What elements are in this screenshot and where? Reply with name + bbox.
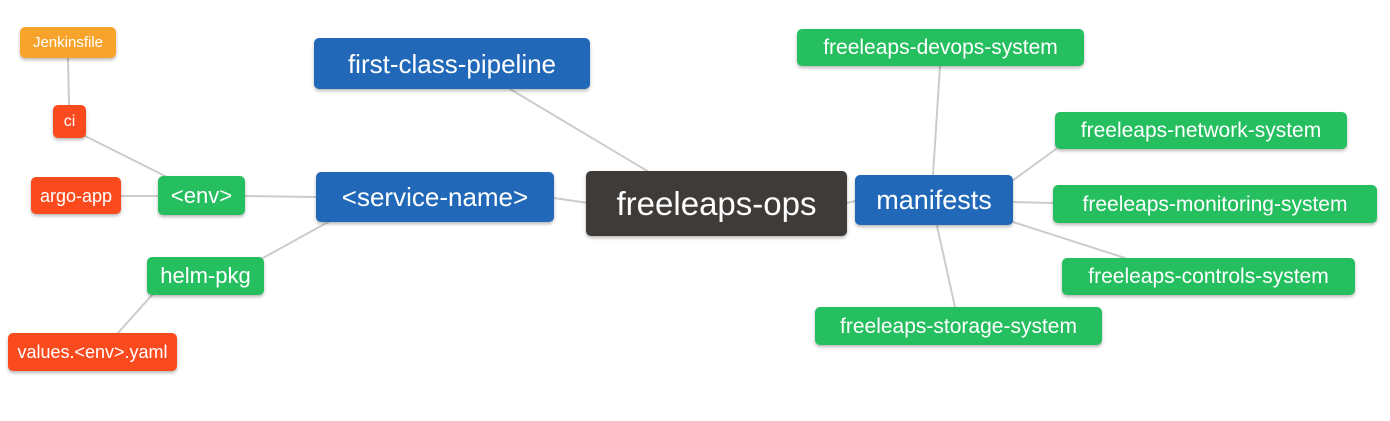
- edge-manifests-storage: [936, 225, 956, 308]
- node-freeleaps-monitoring-system[interactable]: freeleaps-monitoring-system: [1053, 185, 1377, 223]
- node-jenkinsfile[interactable]: Jenkinsfile: [20, 27, 116, 58]
- node-argo-app[interactable]: argo-app: [31, 177, 121, 214]
- node-freeleaps-controls-system[interactable]: freeleaps-controls-system: [1062, 258, 1355, 295]
- edge-ops-manifests: [846, 200, 856, 204]
- node-helm-pkg[interactable]: helm-pkg: [147, 257, 264, 295]
- node-freeleaps-devops-system[interactable]: freeleaps-devops-system: [797, 29, 1084, 66]
- node-freeleaps-storage-system[interactable]: freeleaps-storage-system: [815, 307, 1102, 345]
- node-values-env-yaml[interactable]: values.<env>.yaml: [8, 333, 177, 371]
- node-ci[interactable]: ci: [53, 105, 86, 138]
- edge-pipeline-ops: [509, 88, 650, 173]
- node-first-class-pipeline[interactable]: first-class-pipeline: [314, 38, 590, 89]
- edge-values-helm-pkg: [116, 294, 153, 335]
- node-freeleaps-network-system[interactable]: freeleaps-network-system: [1055, 112, 1347, 149]
- edge-manifests-controls: [1012, 221, 1126, 259]
- edge-service-name-ops: [553, 197, 589, 204]
- edge-jenkinsfile-ci: [67, 57, 70, 106]
- node-manifests[interactable]: manifests: [855, 175, 1013, 225]
- edge-env-service-name: [244, 195, 317, 198]
- edge-manifests-network: [1011, 148, 1057, 182]
- edge-manifests-monitoring: [1012, 201, 1054, 204]
- edge-ci-env: [84, 135, 168, 178]
- node-service-name[interactable]: <service-name>: [316, 172, 554, 222]
- edge-manifests-devops: [932, 65, 941, 176]
- edge-helm-pkg-service-name: [262, 220, 331, 259]
- node-env[interactable]: <env>: [158, 176, 245, 215]
- node-freeleaps-ops[interactable]: freeleaps-ops: [586, 171, 847, 236]
